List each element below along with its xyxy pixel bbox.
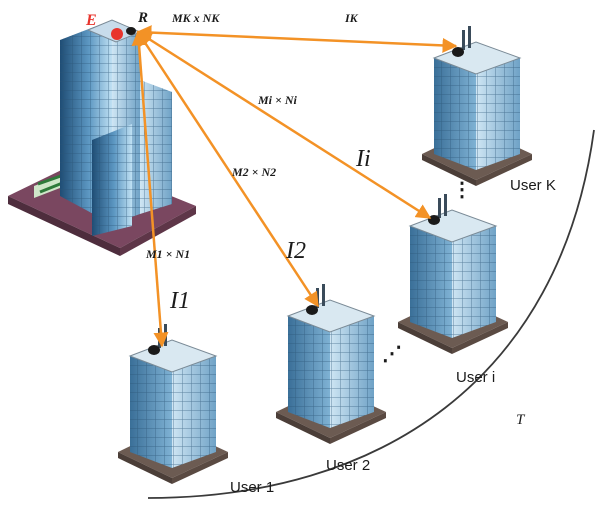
user-1-building [117, 323, 229, 485]
label-E: E [85, 12, 97, 29]
label-i1: I1 [169, 288, 190, 314]
ellipsis-diagonal: ⋰ [382, 343, 402, 365]
user-2-building [275, 283, 387, 445]
label-m1-n1: M1 × N1 [145, 247, 190, 261]
label-user-i: User i [456, 369, 495, 386]
label-user-2: User 2 [326, 457, 370, 474]
user-i-building [397, 193, 509, 355]
label-user-1: User 1 [230, 479, 274, 496]
coverage-boundary [147, 129, 595, 499]
user-k-building [421, 25, 533, 187]
link-user-i [136, 30, 432, 220]
label-ii: Ii [355, 146, 371, 172]
label-mi-ni: Mi × Ni [257, 93, 298, 107]
label-T: T [516, 412, 526, 428]
label-user-k: User K [510, 177, 556, 194]
label-i2: I2 [285, 238, 306, 264]
label-mk-nk: MK x NK [171, 11, 220, 25]
link-user-1 [131, 30, 169, 348]
link-user-k [136, 25, 458, 53]
label-ik: IK [344, 11, 359, 25]
ellipsis-vertical: ⋮ [452, 179, 472, 201]
hub-building [8, 19, 196, 256]
label-R: R [137, 10, 148, 26]
label-m2-n2: M2 × N2 [231, 165, 276, 179]
